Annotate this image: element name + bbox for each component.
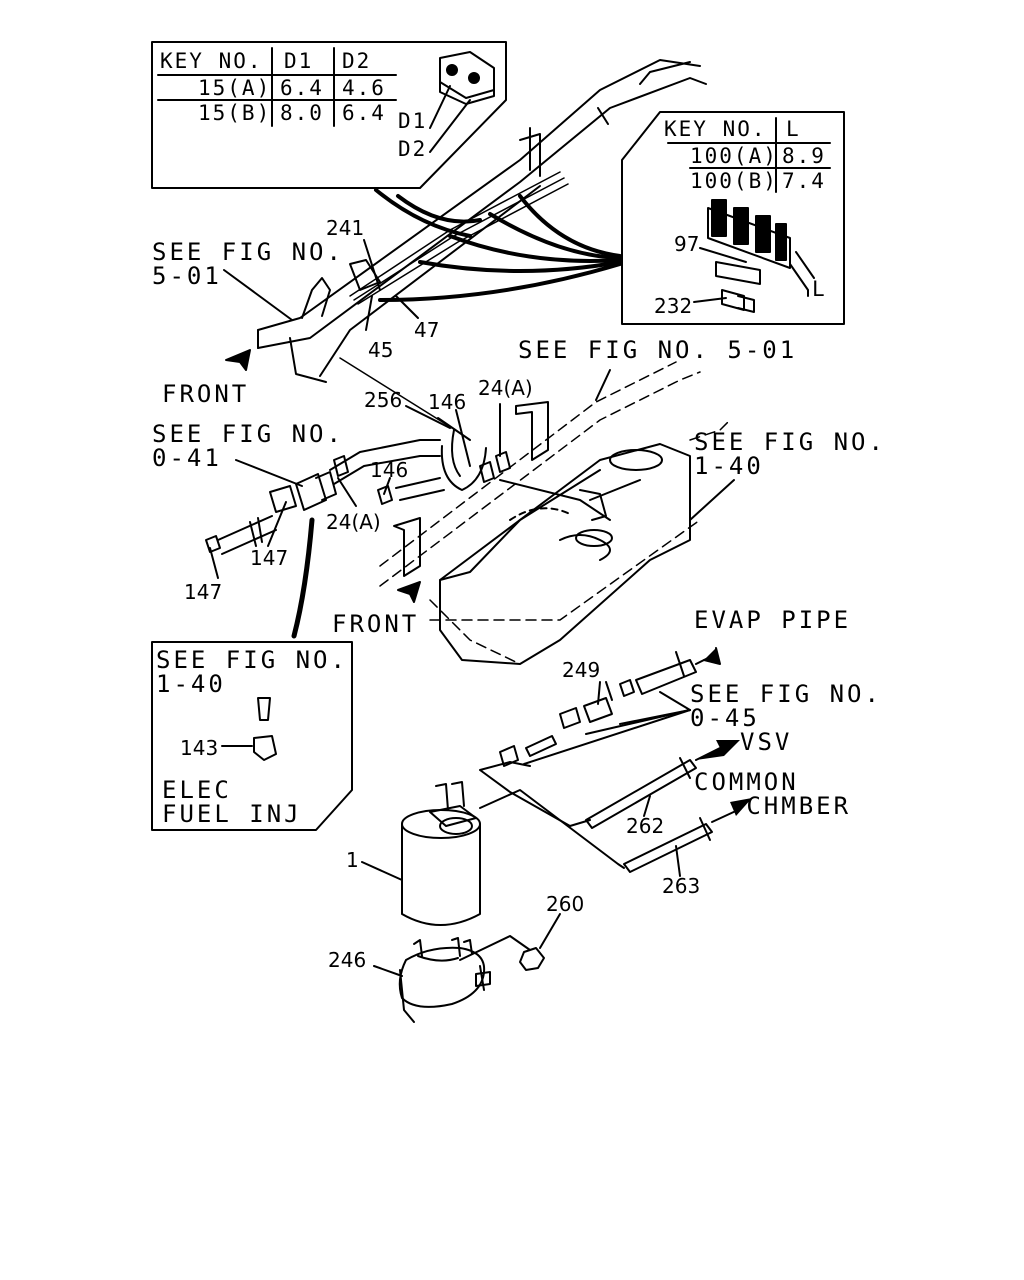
front-label-mid: FRONT xyxy=(332,610,420,638)
dim-d2-label: D2 xyxy=(398,137,428,161)
canister xyxy=(401,781,481,926)
table-d-row1-d1: 6.4 xyxy=(280,76,324,100)
callout-143: 143 xyxy=(180,736,219,760)
callout-24a-mid: 24(A) xyxy=(326,510,381,534)
clamp-15-icon xyxy=(439,51,495,105)
callout-263: 263 xyxy=(662,874,701,898)
front-label-top: FRONT xyxy=(162,380,250,408)
vsv-label: VSV xyxy=(740,728,793,756)
common-chamber-label: COMMON CHMBER xyxy=(694,768,852,820)
ref-see-fig-0-45: SEE FIG NO. 0-45 xyxy=(690,680,882,732)
table-d-row2-key: 15(B) xyxy=(198,101,272,125)
callout-262: 262 xyxy=(626,814,665,838)
dim-l-label: L xyxy=(812,277,827,301)
canister-bracket xyxy=(398,937,491,1023)
callout-146-top: 146 xyxy=(428,390,467,414)
callout-1: 1 xyxy=(346,848,359,872)
table-l-header-l: L xyxy=(786,117,801,141)
inset-frame xyxy=(151,641,353,831)
callout-97: 97 xyxy=(674,232,700,256)
callout-147-lower: 147 xyxy=(184,580,223,604)
bolt-232 xyxy=(721,289,755,313)
table-d-row1-key: 15(A) xyxy=(198,76,272,100)
table-l-row1-l: 8.9 xyxy=(782,144,826,168)
evap-pipe-label: EVAP PIPE xyxy=(694,606,852,634)
table-d-row1-d2: 4.6 xyxy=(342,76,386,100)
table-d-frame xyxy=(151,41,507,189)
callout-246: 246 xyxy=(328,948,367,972)
ref-see-fig-5-01-left: SEE FIG NO. 5-01 xyxy=(152,238,344,290)
inset-see-fig-1-40: SEE FIG NO. 1-40 xyxy=(156,646,348,698)
table-l-row2-key: 100(B) xyxy=(690,169,778,193)
callout-232: 232 xyxy=(654,294,693,318)
table-d-header-key: KEY NO. xyxy=(160,49,263,73)
table-l-row2-l: 7.4 xyxy=(782,169,826,193)
callout-241: 241 xyxy=(326,216,365,240)
table-d-row2-d1: 8.0 xyxy=(280,101,324,125)
table-l-header-key: KEY NO. xyxy=(664,117,767,141)
ref-see-fig-5-01-mid: SEE FIG NO. 5-01 xyxy=(518,336,798,364)
callout-260: 260 xyxy=(546,892,585,916)
callout-24a-top: 24(A) xyxy=(478,376,533,400)
table-d-header-d2: D2 xyxy=(342,49,372,73)
ref-see-fig-1-40-right: SEE FIG NO. 1-40 xyxy=(694,428,886,480)
callout-146-mid: 146 xyxy=(370,458,409,482)
table-l-row1-key: 100(A) xyxy=(690,144,778,168)
dim-d1-label: D1 xyxy=(398,109,428,133)
front-arrow-top-icon xyxy=(225,349,251,371)
ref-see-fig-0-41: SEE FIG NO. 0-41 xyxy=(152,420,344,472)
callout-45: 45 xyxy=(368,338,394,362)
table-d-header-d1: D1 xyxy=(284,49,314,73)
front-arrow-mid-icon xyxy=(397,581,421,603)
table-l-frame xyxy=(621,111,845,325)
callout-147-upper: 147 xyxy=(250,546,289,570)
callout-256: 256 xyxy=(364,388,403,412)
table-d-row2-d2: 6.4 xyxy=(342,101,386,125)
clip-100-icon xyxy=(707,199,815,297)
callout-249: 249 xyxy=(562,658,601,682)
callout-47: 47 xyxy=(414,318,440,342)
inset-caption: ELEC FUEL INJ xyxy=(162,776,302,828)
